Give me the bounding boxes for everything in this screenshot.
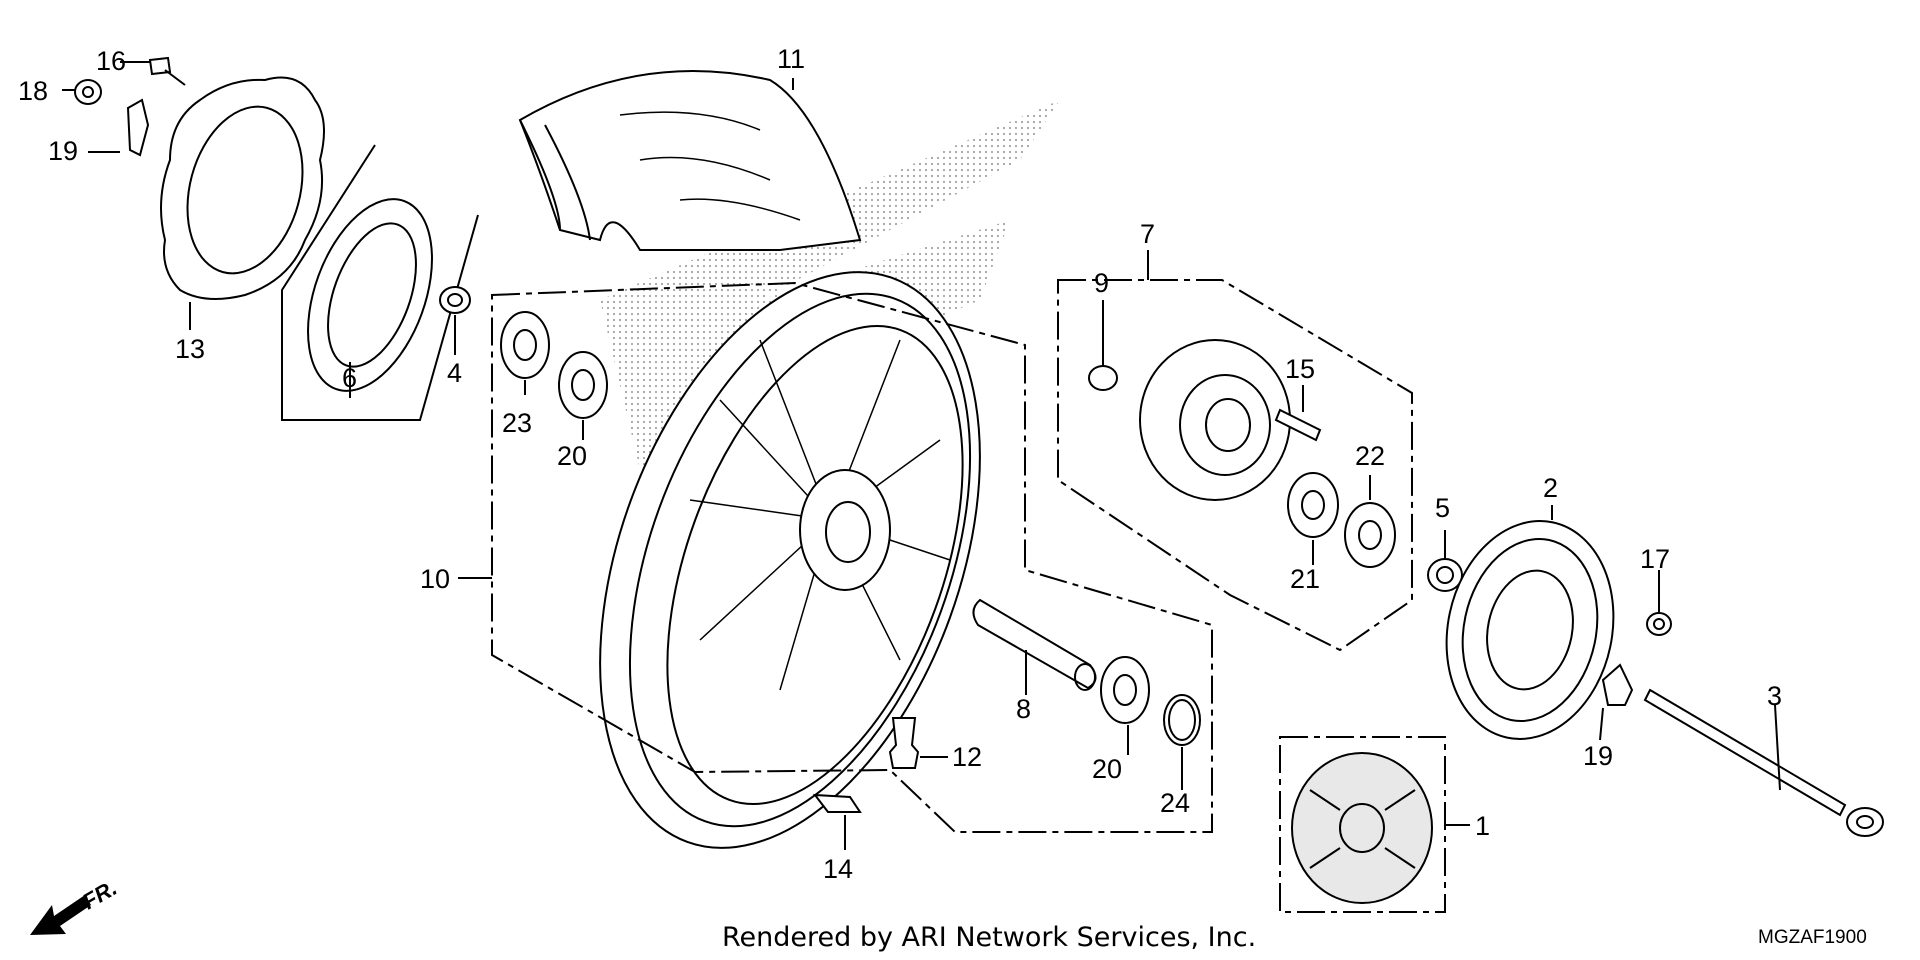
- hub-assembly-box: [1057, 279, 1413, 652]
- callout-15: 15: [1285, 354, 1315, 384]
- callout-19b: 19: [1583, 741, 1613, 771]
- callout-9: 9: [1094, 268, 1109, 298]
- bearing-21-part[interactable]: [1287, 472, 1339, 538]
- callout-22: 22: [1355, 441, 1385, 471]
- o-ring-part[interactable]: [1163, 694, 1201, 746]
- callout-6: 6: [342, 363, 357, 393]
- callout-8: 8: [1016, 694, 1031, 724]
- bracket-19-part[interactable]: [126, 98, 150, 157]
- front-direction-indicator: FR.: [30, 875, 121, 935]
- callout-17: 17: [1640, 544, 1670, 574]
- hub-part[interactable]: [1139, 339, 1291, 501]
- callout-5: 5: [1435, 493, 1450, 523]
- callout-2: 2: [1543, 473, 1558, 503]
- axle-part[interactable]: [1643, 688, 1884, 837]
- bracket-19-right-part[interactable]: [1601, 663, 1634, 706]
- callout-20b: 20: [1092, 754, 1122, 784]
- bearing-20-right-part[interactable]: [1100, 656, 1150, 724]
- collar-part[interactable]: [439, 286, 471, 314]
- diagram-code: MGZAF1900: [1758, 927, 1867, 948]
- callout-23: 23: [502, 408, 532, 438]
- valve-part[interactable]: [888, 717, 920, 769]
- dust-seal-part[interactable]: [284, 182, 456, 408]
- bolt-16-part[interactable]: [148, 56, 186, 86]
- tire-part[interactable]: [518, 70, 862, 252]
- bearing-20-left-part[interactable]: [558, 351, 608, 419]
- callout-11: 11: [777, 44, 805, 74]
- callout-18: 18: [18, 76, 48, 106]
- callout-7: 7: [1140, 219, 1155, 249]
- bearing-22-part[interactable]: [1344, 502, 1396, 568]
- callout-4: 4: [447, 358, 462, 388]
- direction-arrow-icon: [30, 895, 91, 935]
- collar-9-part[interactable]: [1088, 365, 1118, 391]
- callout-24: 24: [1160, 788, 1190, 818]
- nut-18-part[interactable]: [74, 79, 102, 105]
- sprocket-part[interactable]: [1427, 505, 1633, 754]
- bearing-23-part[interactable]: [500, 311, 550, 379]
- wheel-assembly-box: [491, 281, 1213, 833]
- callout-13: 13: [175, 334, 205, 364]
- callout-19a: 19: [48, 136, 78, 166]
- nut-17-part[interactable]: [1646, 612, 1672, 636]
- callout-1: 1: [1475, 811, 1490, 841]
- callout-16: 16: [96, 46, 126, 76]
- callout-14: 14: [823, 854, 853, 884]
- wheel-part[interactable]: [528, 220, 1053, 900]
- seal-group-box: [281, 144, 479, 421]
- damper-part[interactable]: [1291, 752, 1433, 904]
- callout-10: 10: [420, 564, 450, 594]
- damper-box: [1279, 736, 1446, 913]
- leader-lines: [62, 61, 1781, 850]
- collar-5-part[interactable]: [1427, 558, 1463, 592]
- callout-20a: 20: [557, 441, 587, 471]
- balance-weight-part[interactable]: [812, 793, 862, 813]
- callouts: 11 16 18 19 13 6 4 23 20 10 7 9 15 22 21…: [18, 44, 1782, 884]
- callout-3: 3: [1767, 681, 1782, 711]
- spacer-part[interactable]: [972, 598, 1097, 691]
- rendered-by-credit: Rendered by ARI Network Services, Inc.: [722, 922, 1256, 953]
- callout-12: 12: [952, 742, 982, 772]
- callout-21: 21: [1290, 564, 1320, 594]
- brake-disc-part[interactable]: [160, 76, 325, 300]
- stud-15-part[interactable]: [1274, 408, 1322, 442]
